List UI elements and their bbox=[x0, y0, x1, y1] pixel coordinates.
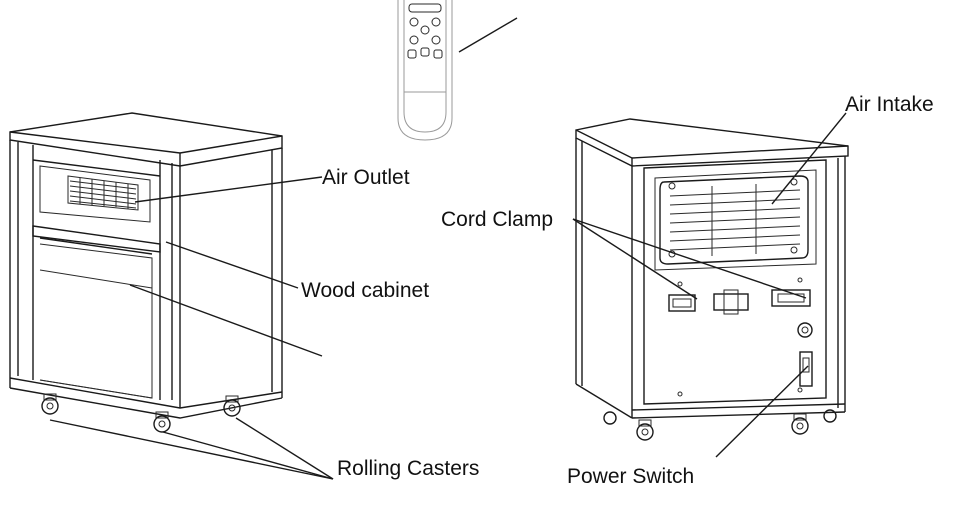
air-outlet-grille bbox=[69, 178, 137, 209]
leader-lines bbox=[49, 112, 847, 480]
front-casters bbox=[41, 393, 241, 433]
air-intake-label: Air Intake bbox=[845, 93, 934, 116]
air-outlet-label: Air Outlet bbox=[322, 166, 410, 189]
power-switch bbox=[799, 351, 813, 387]
back-casters bbox=[603, 409, 837, 441]
heater-front-view bbox=[9, 112, 283, 433]
wood-cabinet-label: Wood cabinet bbox=[301, 279, 429, 302]
plug-block bbox=[713, 289, 749, 315]
remote-control-illustration bbox=[397, 0, 518, 141]
power-switch-label: Power Switch bbox=[567, 465, 694, 488]
heater-back-view bbox=[575, 118, 849, 441]
cord-clamps bbox=[668, 289, 811, 312]
air-intake-grille bbox=[668, 178, 801, 258]
rolling-casters-label: Rolling Casters bbox=[337, 457, 479, 480]
cord-clamp-label: Cord Clamp bbox=[441, 208, 553, 231]
